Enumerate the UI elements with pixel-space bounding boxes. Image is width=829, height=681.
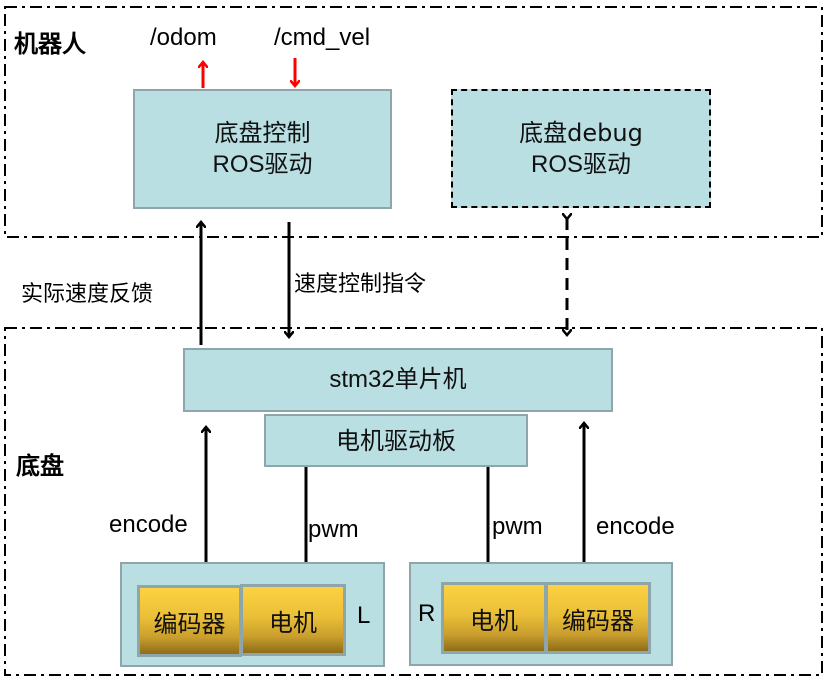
chassis-control-ros-driver: 底盘控制 ROS驱动 — [133, 89, 392, 209]
left-encoder-label: 编码器 — [153, 609, 226, 638]
chassis-region-label: 底盘 — [16, 452, 64, 480]
right-pwm-label: pwm — [492, 513, 543, 540]
odom-topic-label: /odom — [150, 24, 217, 51]
right-encoder-label: 编码器 — [562, 606, 634, 635]
robot-region-label: 机器人 — [14, 30, 86, 58]
left-side-label: L — [357, 602, 371, 629]
chassis-debug-ros-driver: 底盘debug ROS驱动 — [451, 89, 711, 208]
right-side-label: R — [418, 600, 436, 627]
chassis-control-subtitle: ROS驱动 — [212, 151, 313, 178]
chassis-debug-subtitle: ROS驱动 — [530, 150, 631, 178]
right-encode-label: encode — [596, 513, 675, 540]
left-encode-label: encode — [109, 511, 188, 538]
right-motor-label: 电机 — [470, 606, 518, 635]
right-motor: 电机 — [441, 582, 547, 654]
left-motor-label: 电机 — [269, 608, 317, 637]
right-encoder: 编码器 — [545, 582, 651, 654]
speed-cmd-label: 速度控制指令 — [294, 272, 427, 297]
motor-driver-board: 电机驱动板 — [264, 414, 528, 467]
left-encoder: 编码器 — [137, 585, 242, 657]
feedback-label: 实际速度反馈 — [21, 282, 154, 307]
stm32-label: stm32单片机 — [329, 366, 467, 393]
cmd-vel-topic-label: /cmd_vel — [274, 24, 371, 51]
stm32-mcu: stm32单片机 — [183, 348, 613, 412]
chassis-control-title: 底盘控制 — [214, 119, 311, 147]
chassis-debug-title: 底盘debug — [519, 118, 643, 147]
motor-driver-label: 电机驱动板 — [336, 426, 456, 455]
left-motor: 电机 — [240, 584, 346, 656]
left-pwm-label: pwm — [308, 516, 359, 543]
